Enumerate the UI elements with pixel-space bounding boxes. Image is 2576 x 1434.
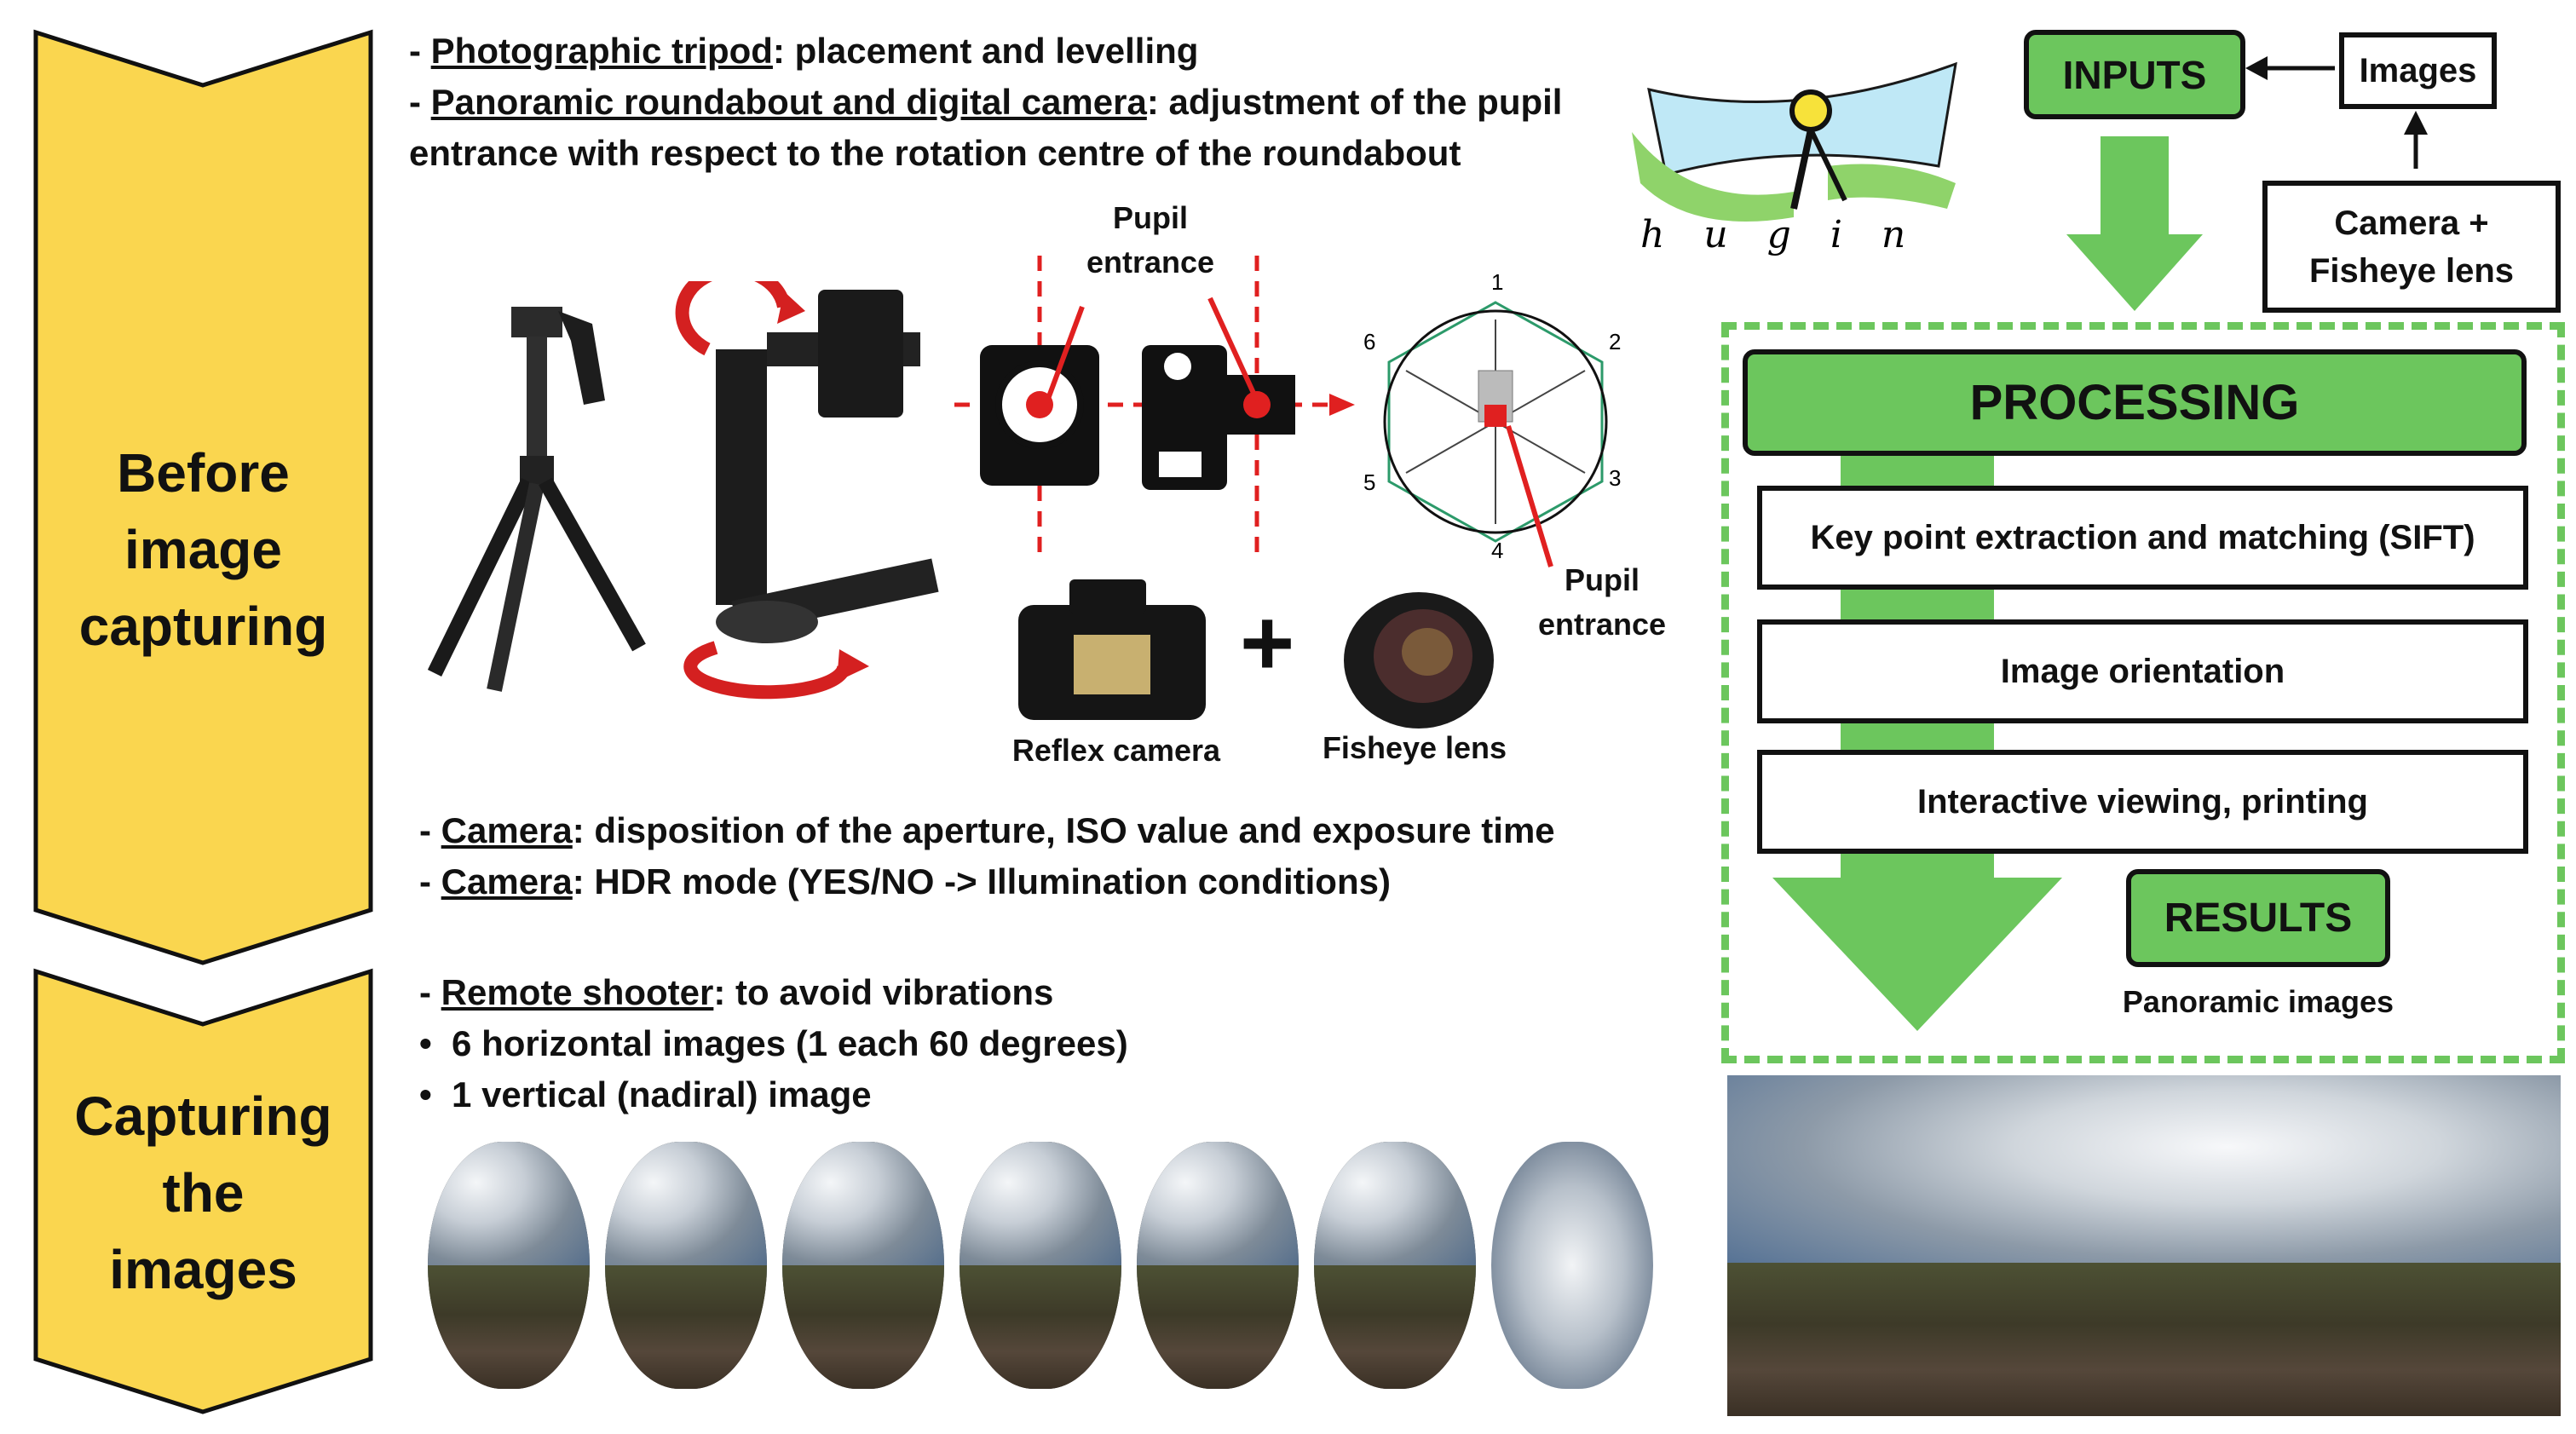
- inputs-down-arrow: [2066, 136, 2203, 311]
- bullet-text: 1 vertical (nadiral) image: [452, 1074, 872, 1114]
- nadiral-photo: [1491, 1142, 1653, 1389]
- fisheye-lens-illustration: [1344, 592, 1494, 729]
- camera-to-images-arrow: [2404, 111, 2428, 169]
- panoramic-head-illustration: [675, 281, 939, 700]
- chevron-capturing-images: [33, 968, 373, 1414]
- results-caption: Panoramic images: [2122, 984, 2394, 1019]
- note-term: Photographic tripod: [430, 31, 773, 71]
- fisheye-photo-6: [1314, 1142, 1476, 1389]
- note-roundabout-cont: entrance with respect to the rotation ce…: [409, 128, 1461, 179]
- note-text: : adjustment of the pupil: [1146, 82, 1563, 122]
- step-sift-box: Key point extraction and matching (SIFT): [1757, 486, 2528, 590]
- pupil-alignment-illustration: [954, 256, 1355, 562]
- rotation-position-label: 2: [1609, 329, 1621, 354]
- rotation-position-label: 1: [1491, 269, 1503, 295]
- note-text: : HDR mode (YES/NO -> Illumination condi…: [572, 861, 1391, 901]
- note-term: Camera: [441, 861, 573, 901]
- reflex-camera-illustration: [1018, 579, 1206, 720]
- tripod-illustration: [427, 307, 646, 692]
- reflex-camera-label: Reflex camera: [1011, 733, 1221, 768]
- rotation-position-label: 6: [1363, 329, 1375, 354]
- hugin-logo: hugin: [1632, 61, 1957, 256]
- fisheye-photo-3: [782, 1142, 944, 1389]
- bullet-text: 6 horizontal images (1 each 60 degrees): [452, 1023, 1128, 1063]
- inputs-box: INPUTS: [2024, 30, 2245, 119]
- bullet-vertical-image: • 1 vertical (nadiral) image: [419, 1074, 872, 1114]
- fisheye-photo-2: [605, 1142, 767, 1389]
- note-tripod: - Photographic tripod: placement and lev…: [409, 31, 1199, 71]
- stage-chevrons: [33, 29, 373, 1414]
- hugin-logo-text: hugin: [1640, 213, 1945, 256]
- stage-before-capturing-label: Before image capturing: [78, 442, 328, 657]
- panoramic-result-image: [1727, 1075, 2561, 1416]
- note-roundabout: - Panoramic roundabout and digital camer…: [409, 82, 1563, 122]
- chevron-before-capturing: [33, 29, 373, 965]
- pupil-entrance-top-label: Pupil entrance: [1086, 200, 1215, 279]
- fisheye-photo-4: [960, 1142, 1121, 1389]
- rotation-position-label: 4: [1491, 538, 1503, 563]
- rotation-position-label: 5: [1363, 469, 1375, 495]
- step-viewing-box: Interactive viewing, printing: [1757, 750, 2528, 854]
- note-text: entrance with respect to the rotation ce…: [409, 133, 1461, 173]
- images-box: Images: [2339, 32, 2497, 109]
- processing-box: PROCESSING: [1743, 349, 2527, 456]
- results-box: RESULTS: [2126, 869, 2390, 967]
- note-term: Remote shooter: [441, 972, 714, 1012]
- step-orientation-box: Image orientation: [1757, 619, 2528, 723]
- note-text: : placement and levelling: [772, 31, 1199, 71]
- camera-fisheye-box: Camera + Fisheye lens: [2262, 181, 2561, 313]
- fisheye-lens-label: Fisheye lens: [1322, 730, 1507, 765]
- rotation-positions-diagram: 1 2 3 4 5 6: [1363, 269, 1621, 567]
- rotation-position-label: 3: [1609, 465, 1621, 491]
- processing-container: [1721, 322, 2565, 1063]
- plus-sign: +: [1240, 590, 1295, 695]
- note-term: Camera: [441, 810, 573, 850]
- bullet-horizontal-images: • 6 horizontal images (1 each 60 degrees…: [419, 1023, 1128, 1063]
- note-camera-hdr: - Camera: HDR mode (YES/NO -> Illuminati…: [419, 861, 1391, 901]
- images-to-inputs-arrow: [2245, 56, 2335, 80]
- note-remote-shooter: - Remote shooter: to avoid vibrations: [419, 972, 1054, 1012]
- note-text: : disposition of the aperture, ISO value…: [572, 810, 1555, 850]
- fisheye-photo-5: [1137, 1142, 1299, 1389]
- fisheye-photo-1: [428, 1142, 590, 1389]
- pupil-entrance-right-label: Pupil entrance: [1537, 562, 1667, 642]
- note-camera-exposure: - Camera: disposition of the aperture, I…: [419, 810, 1555, 850]
- stage-capturing-images-label: Capturing the images: [74, 1086, 332, 1300]
- note-term: Panoramic roundabout and digital camera: [430, 82, 1147, 122]
- note-text: : to avoid vibrations: [713, 972, 1054, 1012]
